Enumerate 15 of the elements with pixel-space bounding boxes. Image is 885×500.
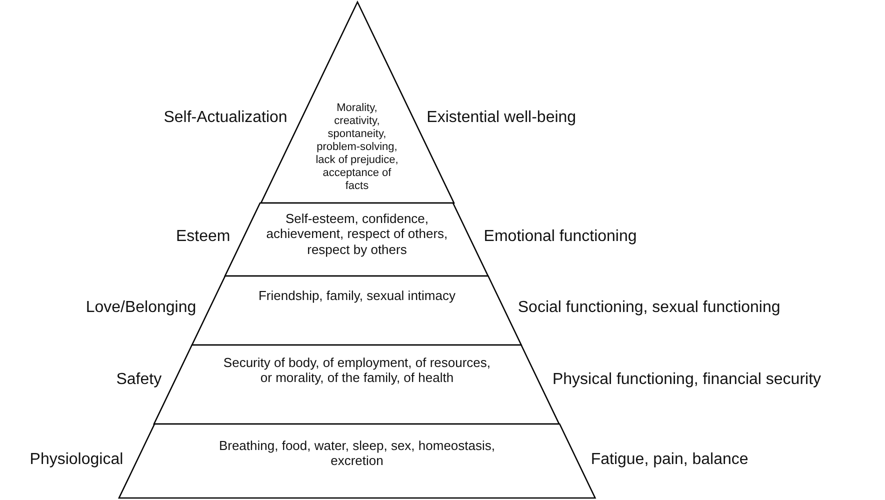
outcome-label: Physical functioning, financial security xyxy=(552,371,822,389)
outcome-label: Existential well-being xyxy=(426,109,576,127)
level-label: Safety xyxy=(116,371,162,389)
band-text: Security of body, of employment, of resources, or morality, of the family, of health xyxy=(222,355,492,386)
band-text: Friendship, family, sexual intimacy xyxy=(257,288,456,304)
level-label: Physiological xyxy=(30,451,124,469)
outcome-label: Social functioning, sexual functioning xyxy=(518,299,780,317)
band-text: Breathing, food, water, sleep, sex, homeostasis, excretion xyxy=(218,438,496,469)
outcome-label: Fatigue, pain, balance xyxy=(590,451,748,469)
band-text: Self-esteem, confidence, achievement, respect of others, respect by others xyxy=(265,211,449,257)
band-text: Morality, creativity, spontaneity, problem-solving, lack of prejudice, acceptance of facts xyxy=(314,102,400,193)
level-label: Love/Belonging xyxy=(86,299,196,317)
level-label: Self-Actualization xyxy=(164,109,288,127)
outcome-label: Emotional functioning xyxy=(484,228,637,246)
level-label: Esteem xyxy=(176,228,230,246)
